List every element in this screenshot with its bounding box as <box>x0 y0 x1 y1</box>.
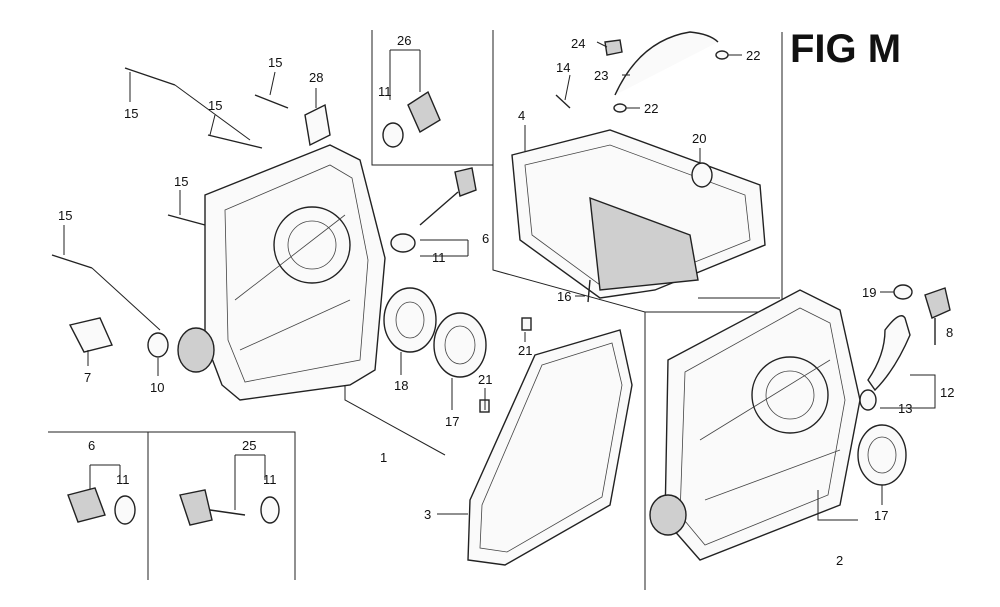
inset-dipstick-6 <box>67 487 136 525</box>
inset-dipstick-25 <box>179 489 280 526</box>
callout-17: 17 <box>874 508 888 523</box>
dipstick-6 <box>390 167 477 253</box>
callout-labels: 15 15 15 15 15 28 26 11 6 11 7 10 18 17 … <box>58 33 954 568</box>
callout-7: 7 <box>84 370 91 385</box>
callout-10: 10 <box>150 380 164 395</box>
drain-plug-7 <box>68 317 113 353</box>
callout-25: 25 <box>242 438 256 453</box>
filler-pipe-12 <box>867 315 911 392</box>
bolt-15a <box>124 67 176 86</box>
callout-8: 8 <box>946 325 953 340</box>
bolt-16 <box>587 279 591 303</box>
figure-title: FIG M <box>790 27 901 71</box>
bolt-15-group <box>51 67 289 331</box>
leader-2 <box>817 490 858 521</box>
crankcase-cover-right <box>649 289 861 561</box>
seal-13 <box>859 389 877 411</box>
callout-17: 17 <box>445 414 459 429</box>
clamp-22a <box>715 50 729 60</box>
callout-11: 11 <box>432 250 446 265</box>
callout-15: 15 <box>208 98 222 113</box>
callout-12: 12 <box>940 385 954 400</box>
dowel-pin-21a <box>521 317 532 331</box>
leader-lines <box>63 41 936 515</box>
callout-11: 11 <box>116 472 130 487</box>
filler-cap-8 <box>924 287 951 319</box>
callout-18: 18 <box>394 378 408 393</box>
gasket-3 <box>467 329 633 566</box>
callout-15: 15 <box>58 208 72 223</box>
gasket-20 <box>691 162 713 188</box>
callout-15: 15 <box>174 174 188 189</box>
callout-22: 22 <box>746 48 760 63</box>
oil-tank-4 <box>511 129 766 299</box>
callout-15: 15 <box>268 55 282 70</box>
callout-6: 6 <box>482 231 489 246</box>
callout-11: 11 <box>378 84 392 99</box>
callout-21: 21 <box>518 343 532 358</box>
clip-24 <box>604 39 623 56</box>
bolt-15d <box>51 254 93 269</box>
callout-28: 28 <box>309 70 323 85</box>
callout-2: 2 <box>836 553 843 568</box>
bearing-17a <box>433 312 487 378</box>
washer-10 <box>147 332 169 358</box>
oil-filler-cap-26 <box>382 90 441 148</box>
inset-bottom-left-frame <box>48 431 296 580</box>
callout-24: 24 <box>571 36 585 51</box>
bolt-15b <box>207 134 263 149</box>
crankcase-cover-left <box>177 144 386 401</box>
callout-13: 13 <box>898 401 912 416</box>
callout-3: 3 <box>424 507 431 522</box>
bearing-17b <box>857 424 907 486</box>
divider-right <box>492 32 646 590</box>
callout-15: 15 <box>124 106 138 121</box>
bracket-28 <box>304 103 331 147</box>
clamp-22b <box>613 103 627 113</box>
callout-19: 19 <box>862 285 876 300</box>
callout-22: 22 <box>644 101 658 116</box>
oil-seal-18 <box>383 287 437 353</box>
callout-20: 20 <box>692 131 706 146</box>
callout-11: 11 <box>263 472 277 487</box>
callout-23: 23 <box>594 68 608 83</box>
breather-hose-23 <box>614 31 719 96</box>
callout-16: 16 <box>557 289 571 304</box>
callout-14: 14 <box>556 60 570 75</box>
callout-4: 4 <box>518 108 525 123</box>
callout-21: 21 <box>478 372 492 387</box>
callout-6: 6 <box>88 438 95 453</box>
callout-1: 1 <box>380 450 387 465</box>
bolt-14 <box>555 94 571 109</box>
ring-19 <box>893 284 913 300</box>
bolt-15e <box>254 94 289 109</box>
callout-26: 26 <box>397 33 411 48</box>
leader-1 <box>344 385 446 456</box>
bolt-15c <box>167 214 206 226</box>
